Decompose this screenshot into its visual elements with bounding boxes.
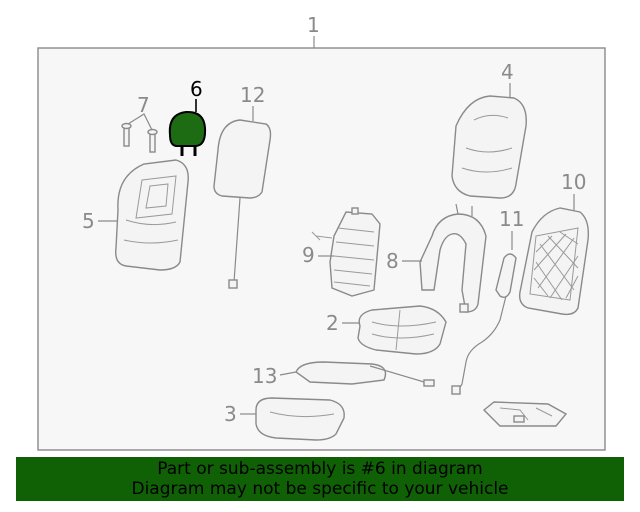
callout-11: 11	[499, 207, 524, 231]
banner-line-2: Diagram may not be specific to your vehi…	[131, 479, 509, 499]
info-banner: Part or sub-assembly is #6 in diagram Di…	[16, 457, 624, 501]
part-12-trim-panel[interactable]	[213, 119, 272, 289]
banner-line-1: Part or sub-assembly is #6 in diagram	[157, 459, 483, 479]
callout-7: 7	[137, 93, 150, 117]
callout-3: 3	[224, 402, 237, 426]
part-4-seatback-pad[interactable]	[451, 95, 527, 199]
callout-1: 1	[307, 13, 320, 37]
leader-7	[127, 113, 153, 131]
part-9-lumbar-mat[interactable]	[311, 207, 381, 297]
part-11-recliner-cable[interactable]	[451, 253, 517, 395]
part-13-cushion-mat[interactable]	[295, 361, 435, 387]
parts-diagram: 1 7 6 5 12 4	[37, 13, 606, 451]
callout-5: 5	[82, 209, 95, 233]
callout-4: 4	[501, 60, 514, 84]
callout-8: 8	[386, 249, 399, 273]
part-10-rear-panel[interactable]	[518, 207, 590, 316]
part-3-cushion-pad[interactable]	[255, 397, 345, 441]
callout-10: 10	[561, 170, 586, 194]
callout-6: 6	[190, 77, 203, 101]
head-restraint-pad	[168, 110, 207, 147]
part-2-cushion-cover[interactable]	[357, 303, 469, 355]
callout-13: 13	[252, 364, 277, 388]
callout-2: 2	[326, 311, 339, 335]
part-8-seatback-frame[interactable]	[419, 203, 487, 313]
seat-track-assembly	[482, 401, 568, 427]
leader-13	[279, 371, 297, 376]
part-6-head-restraint[interactable]	[168, 110, 207, 156]
callout-12: 12	[240, 83, 265, 107]
part-7-guides[interactable]	[121, 122, 158, 153]
part-5-seatback-cover[interactable]	[115, 159, 189, 271]
callout-9: 9	[302, 243, 315, 267]
